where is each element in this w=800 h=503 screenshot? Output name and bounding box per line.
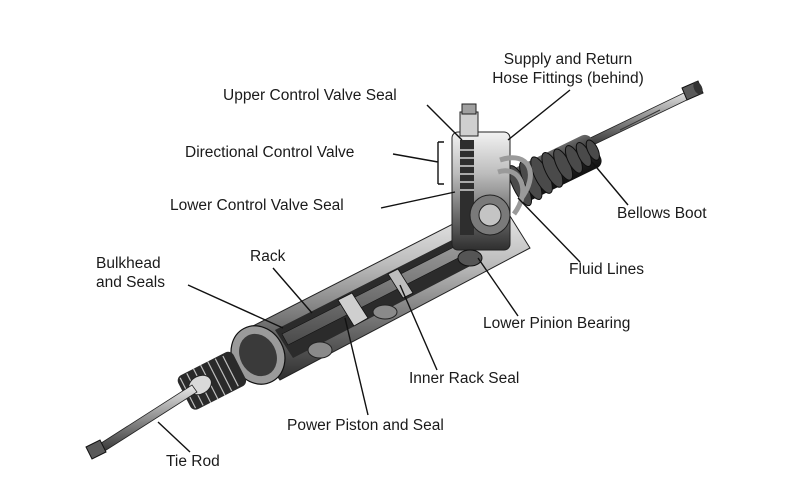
fluid-lines	[497, 155, 533, 216]
leader-directional-valve	[392, 141, 444, 185]
left-tie-rod	[85, 384, 198, 460]
leader-lower-pinion-bearing	[477, 257, 519, 317]
label-supply-return-line1: Supply and Return	[503, 51, 633, 68]
leader-inner-rack-seal	[399, 284, 438, 371]
right-tie-rod	[585, 80, 704, 148]
leader-supply-return	[507, 89, 571, 141]
leader-power-piston	[344, 317, 369, 416]
label-supply-return: Supply and Return Hose Fittings (behind)	[478, 50, 658, 88]
leader-lower-valve-seal	[380, 191, 456, 209]
label-bulkhead-line1: Bulkhead	[96, 255, 161, 272]
label-bulkhead-and-seals: Bulkhead and Seals	[96, 254, 165, 292]
label-bellows-boot: Bellows Boot	[617, 205, 707, 222]
label-inner-rack-seal: Inner Rack Seal	[409, 370, 520, 387]
directional-control-valve	[460, 149, 474, 191]
left-end-housing	[177, 325, 286, 410]
label-upper-control-valve-seal: Upper Control Valve Seal	[223, 87, 397, 104]
valve-pinion-housing	[451, 103, 511, 267]
leader-fluid-lines	[517, 197, 581, 263]
label-directional-control-valve: Directional Control Valve	[185, 144, 355, 161]
label-lower-control-valve-seal: Lower Control Valve Seal	[170, 197, 344, 214]
bellows-boot-right	[507, 134, 602, 207]
leader-lines	[157, 89, 629, 453]
bellows-boot-left	[177, 351, 247, 410]
power-piston	[337, 292, 369, 327]
label-tie-rod: Tie Rod	[166, 453, 220, 470]
label-rack: Rack	[250, 248, 286, 265]
leader-rack	[272, 267, 313, 314]
leader-bulkhead	[187, 284, 284, 329]
leader-bellows-boot	[591, 161, 629, 206]
label-power-piston-and-seal: Power Piston and Seal	[287, 417, 444, 434]
leader-upper-valve-seal	[426, 104, 463, 141]
label-supply-return-line2: Hose Fittings (behind)	[492, 70, 644, 87]
label-bulkhead-line2: and Seals	[96, 274, 165, 291]
leader-tie-rod	[157, 421, 191, 453]
label-lower-pinion-bearing: Lower Pinion Bearing	[483, 315, 631, 332]
inner-rack-seal-ring	[387, 268, 414, 299]
label-fluid-lines: Fluid Lines	[569, 261, 644, 278]
